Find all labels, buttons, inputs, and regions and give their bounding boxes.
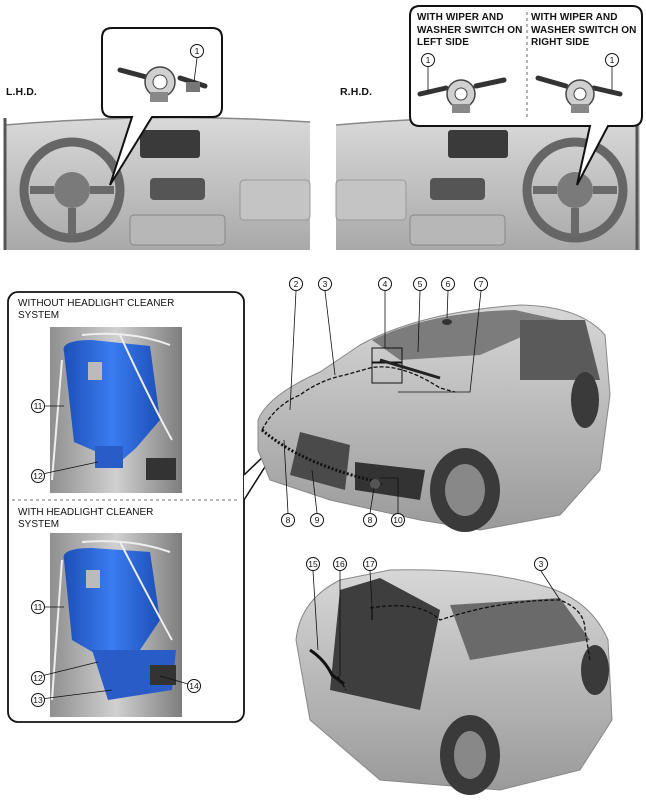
svg-text:17: 17 <box>365 559 375 569</box>
svg-text:2: 2 <box>294 279 299 289</box>
lhd-callout-box <box>101 27 223 186</box>
svg-text:16: 16 <box>335 559 345 569</box>
rhd-label: R.H.D. <box>340 86 373 98</box>
svg-text:15: 15 <box>308 559 318 569</box>
callout-7: 7 <box>474 277 488 291</box>
callout-1-rhd-left: 1 <box>421 53 435 67</box>
svg-text:9: 9 <box>315 515 320 525</box>
front-vehicle-illustration <box>257 304 611 532</box>
callout-4: 4 <box>378 277 392 291</box>
combination-switch-lhd <box>117 66 208 102</box>
callout-1-lhd: 1 <box>190 44 204 58</box>
svg-text:1: 1 <box>610 55 615 65</box>
without-headlight-cleaner-caption: WITHOUT HEADLIGHT CLEANER SYSTEM <box>18 298 175 321</box>
callout-3-front: 3 <box>318 277 332 291</box>
svg-text:14: 14 <box>189 681 199 691</box>
svg-text:11: 11 <box>34 401 43 411</box>
svg-text:8: 8 <box>286 515 291 525</box>
lhd-label: L.H.D. <box>6 86 37 98</box>
svg-text:3: 3 <box>539 559 544 569</box>
svg-text:12: 12 <box>33 471 43 481</box>
callout-11-bottom: 11 <box>31 600 45 614</box>
callout-3-rear: 3 <box>534 557 548 571</box>
leader-lines <box>32 290 561 701</box>
callout-14: 14 <box>187 679 201 693</box>
callout-6: 6 <box>441 277 455 291</box>
rear-vehicle-illustration <box>295 569 613 795</box>
callout-2: 2 <box>289 277 303 291</box>
callout-10: 10 <box>391 513 405 527</box>
svg-text:4: 4 <box>383 279 388 289</box>
callout-12-bottom: 12 <box>31 671 45 685</box>
svg-text:1: 1 <box>195 46 200 56</box>
svg-text:1: 1 <box>426 55 431 65</box>
callout-13: 13 <box>31 693 45 707</box>
callout-16: 16 <box>333 557 347 571</box>
callout-17: 17 <box>363 557 377 571</box>
rhd-dashboard-illustration <box>335 116 641 250</box>
svg-text:3: 3 <box>323 279 328 289</box>
svg-text:12: 12 <box>33 673 43 683</box>
callout-1-rhd-right: 1 <box>605 53 619 67</box>
svg-text:6: 6 <box>446 279 451 289</box>
svg-text:13: 13 <box>33 695 43 705</box>
washer-tank-detail-box <box>7 291 245 723</box>
rhd-left-caption: WITH WIPER AND WASHER SWITCH ON LEFT SID… <box>417 12 523 48</box>
svg-text:7: 7 <box>479 279 484 289</box>
callout-8-left: 8 <box>281 513 295 527</box>
svg-text:5: 5 <box>418 279 423 289</box>
with-headlight-cleaner-caption: WITH HEADLIGHT CLEANER SYSTEM <box>18 507 154 530</box>
rhd-callout-box <box>409 5 643 186</box>
lhd-dashboard-illustration <box>3 116 311 250</box>
svg-text:10: 10 <box>393 515 403 525</box>
callout-5: 5 <box>413 277 427 291</box>
svg-text:11: 11 <box>34 602 43 612</box>
rhd-right-caption: WITH WIPER AND WASHER SWITCH ON RIGHT SI… <box>531 12 637 48</box>
callout-15: 15 <box>306 557 320 571</box>
combination-switch-rhd-left <box>417 77 507 113</box>
combination-switch-rhd-right <box>535 75 623 113</box>
callout-12-top: 12 <box>31 469 45 483</box>
callout-9: 9 <box>310 513 324 527</box>
callout-8-right: 8 <box>363 513 377 527</box>
callout-11-top: 11 <box>31 399 45 413</box>
svg-text:8: 8 <box>368 515 373 525</box>
